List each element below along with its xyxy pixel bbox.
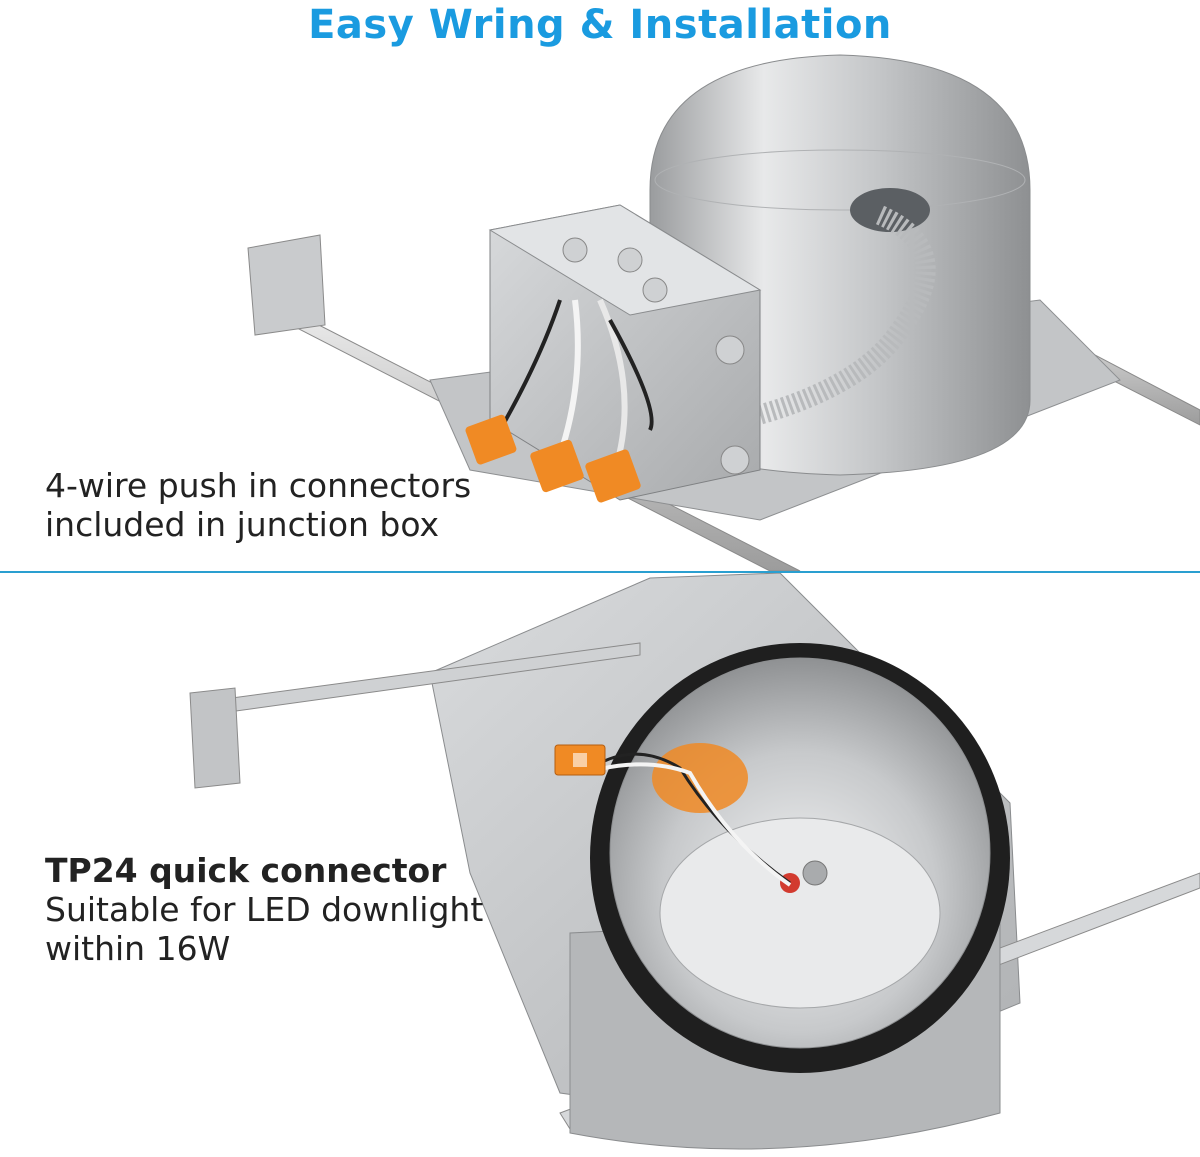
connectors-caption: 4-wire push in connectors included in ju… (45, 466, 471, 544)
tp24-caption-line-2: within 16W (45, 929, 231, 968)
connectors-caption-line-2: included in junction box (45, 505, 440, 544)
junction-box-housing-illustration (247, 54, 1200, 571)
connectors-caption-line-1: 4-wire push in connectors (45, 466, 472, 505)
tp24-caption: TP24 quick connector Suitable for LED do… (45, 851, 483, 968)
tp24-caption-line-1: Suitable for LED downlight (45, 890, 484, 929)
tp24-housing-illustration (189, 573, 1200, 1150)
page-title: Easy Wring & Installation (308, 2, 892, 48)
section-divider (0, 571, 1200, 573)
tp24-heading: TP24 quick connector (45, 851, 447, 890)
